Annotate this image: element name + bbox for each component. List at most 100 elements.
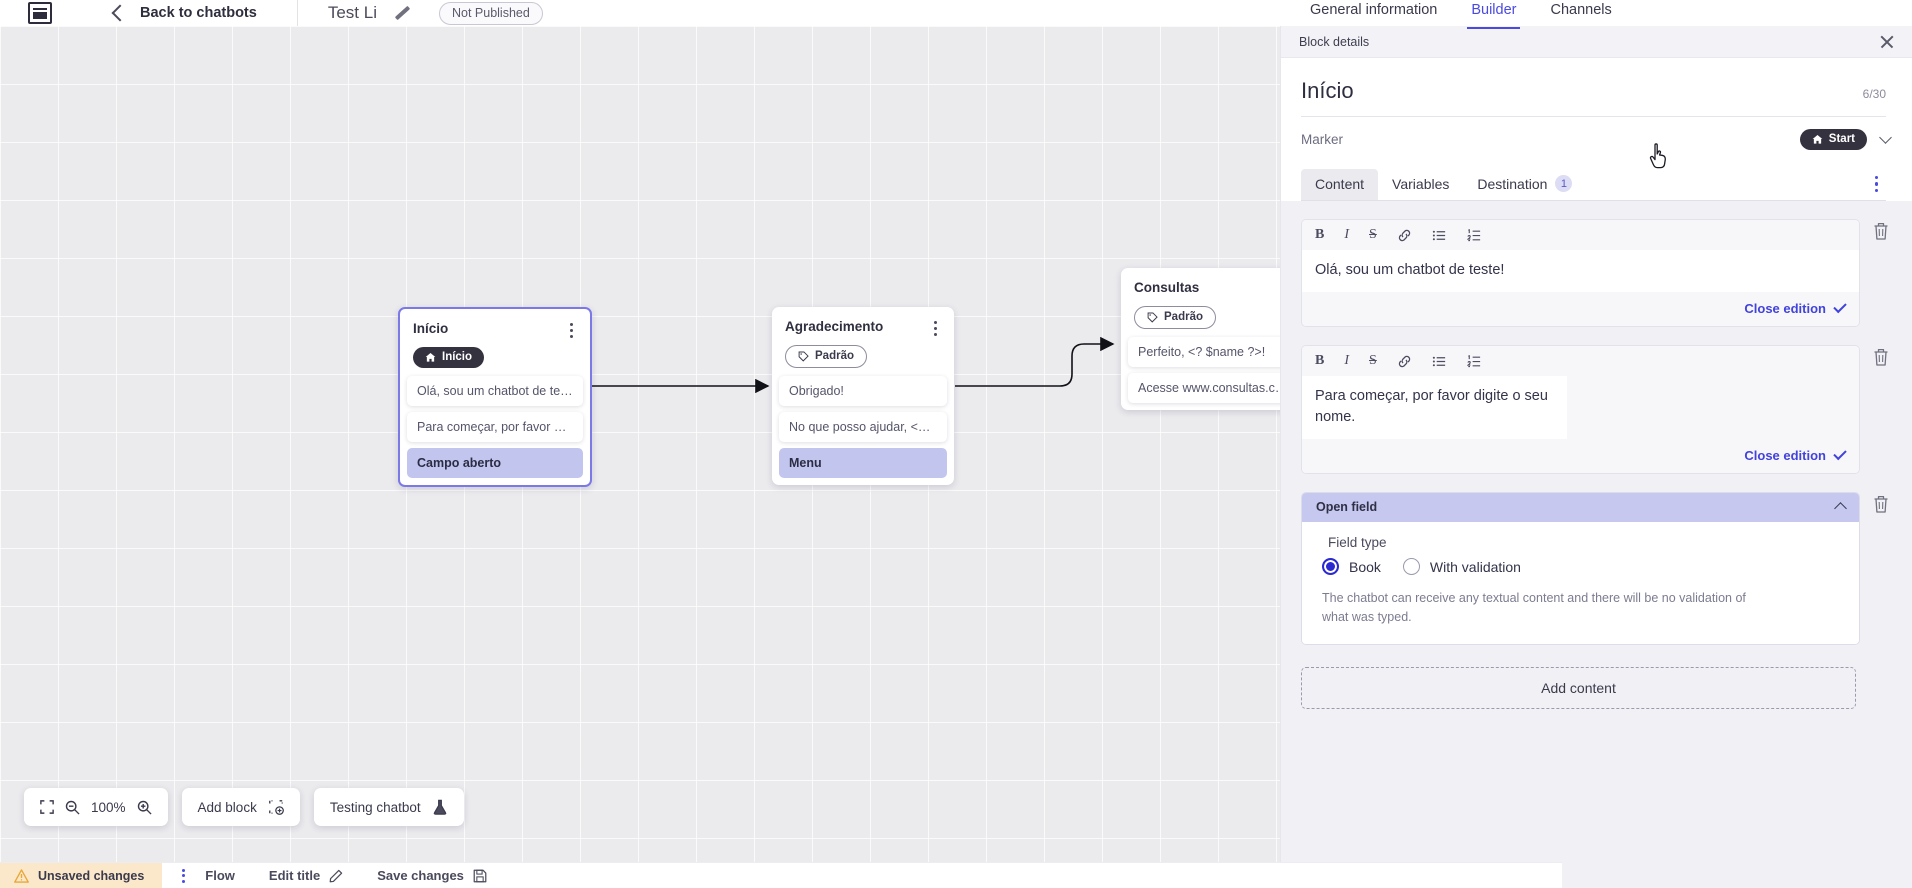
strikethrough-icon[interactable]: S <box>1369 227 1377 242</box>
tab-general-information[interactable]: General information <box>1310 2 1438 18</box>
editor-footer: Close edition <box>1302 439 1859 474</box>
link-icon[interactable] <box>1397 228 1412 243</box>
bullet-list-icon[interactable] <box>1432 354 1447 369</box>
strikethrough-icon[interactable]: S <box>1369 353 1377 369</box>
radio-option-book[interactable]: Book <box>1322 558 1381 576</box>
rich-text-editor[interactable]: B I S <box>1301 345 1860 475</box>
trash-icon[interactable] <box>1872 494 1890 514</box>
flow-node-inicio[interactable]: Início Início Olá, sou um chatbot de tes… <box>398 307 592 487</box>
close-icon[interactable] <box>1878 33 1896 51</box>
node-marker-tag[interactable]: Padrão <box>785 345 867 368</box>
node-menu-button[interactable] <box>564 321 578 339</box>
char-counter: 6/30 <box>1862 87 1886 101</box>
numbered-list-icon[interactable] <box>1466 228 1482 243</box>
status-bar: Unsaved changes Flow Edit title Save cha… <box>0 862 1562 888</box>
marker-select[interactable]: Start <box>1799 129 1892 150</box>
tag-icon <box>798 350 809 362</box>
zoom-out-icon[interactable] <box>65 800 80 815</box>
open-field-title: Open field <box>1316 500 1378 515</box>
node-item[interactable]: No que posso ajudar, <? $name ... <box>779 412 947 442</box>
open-field-header[interactable]: Open field <box>1302 493 1859 523</box>
node-marker-tag[interactable]: Início <box>413 347 485 368</box>
trash-icon[interactable] <box>1872 347 1890 367</box>
warning-triangle-icon <box>14 868 29 883</box>
radio-label: Book <box>1349 558 1381 575</box>
chevron-up-icon[interactable] <box>1834 502 1847 515</box>
node-items: Obrigado! No que posso ajudar, <? $name … <box>772 376 954 478</box>
node-item-selected[interactable]: Menu <box>779 448 947 478</box>
link-icon[interactable] <box>1397 354 1412 369</box>
fit-screen-icon[interactable] <box>40 800 54 814</box>
pencil-icon[interactable] <box>393 5 409 21</box>
tab-variables[interactable]: Variables <box>1378 169 1463 200</box>
flow-node-agradecimento[interactable]: Agradecimento Padrão Obrigado! No que po… <box>772 307 954 485</box>
block-title[interactable]: Início <box>1301 78 1354 103</box>
unsaved-changes-label: Unsaved changes <box>38 868 145 883</box>
zoom-level-label: 100% <box>91 799 126 815</box>
tab-variables-label: Variables <box>1392 175 1450 192</box>
rich-text-editor[interactable]: B I S <box>1301 219 1860 328</box>
marker-value-label: Start <box>1828 133 1855 145</box>
panel-header: Block details <box>1281 26 1912 58</box>
panel-divider <box>1301 116 1886 117</box>
add-content-button[interactable]: Add content <box>1301 666 1856 709</box>
flow-node-consultas[interactable]: Consultas Padrão Perfeito, <? $name ?>! … <box>1121 268 1311 410</box>
panel-more-button[interactable] <box>1867 176 1886 192</box>
italic-icon[interactable]: I <box>1344 353 1350 369</box>
node-item[interactable]: Acesse www.consultas.com par... <box>1128 373 1304 403</box>
zoom-in-icon[interactable] <box>137 800 152 815</box>
bullet-list-icon[interactable] <box>1432 228 1447 243</box>
chevron-left-icon[interactable] <box>111 4 129 22</box>
italic-icon[interactable]: I <box>1344 227 1350 242</box>
field-type-radio-group: Book With validation <box>1322 558 1843 576</box>
content-block: B I S <box>1301 345 1890 475</box>
node-item-selected[interactable]: Campo aberto <box>407 448 583 478</box>
node-marker-tag[interactable]: Padrão <box>1134 306 1216 329</box>
trash-icon[interactable] <box>1872 221 1890 241</box>
editor-text[interactable]: Olá, sou um chatbot de teste! <box>1302 250 1859 293</box>
back-to-chatbots-link[interactable]: Back to chatbots <box>140 5 257 21</box>
node-item[interactable]: Perfeito, <? $name ?>! <box>1128 337 1304 367</box>
node-item[interactable]: Olá, sou um chatbot de teste! <box>407 376 583 406</box>
node-tag-row: Padrão <box>772 337 954 376</box>
node-header: Agradecimento <box>772 307 954 337</box>
close-edition-button[interactable]: Close edition <box>1744 301 1826 317</box>
close-edition-button[interactable]: Close edition <box>1744 448 1826 464</box>
node-menu-button[interactable] <box>928 319 942 337</box>
tab-builder[interactable]: Builder <box>1467 0 1521 29</box>
tab-channels[interactable]: Channels <box>1550 2 1612 18</box>
chevron-down-icon[interactable] <box>1879 131 1892 144</box>
status-more-button[interactable] <box>182 868 186 883</box>
save-changes-button[interactable]: Save changes <box>377 868 487 883</box>
radio-button[interactable] <box>1402 558 1420 576</box>
add-block-icon <box>268 799 284 815</box>
node-header: Início <box>400 309 590 339</box>
pencil-icon <box>329 869 343 883</box>
editor-text[interactable]: Para começar, por favor digite o seu nom… <box>1302 376 1567 440</box>
edit-title-label: Edit title <box>268 868 321 883</box>
node-marker-tag-label: Padrão <box>1164 311 1203 323</box>
home-icon <box>425 352 436 362</box>
testing-chatbot-button[interactable]: Testing chatbot <box>313 788 464 826</box>
edit-title-button[interactable]: Edit title <box>269 868 343 883</box>
numbered-list-icon[interactable] <box>1466 354 1482 369</box>
tab-content[interactable]: Content <box>1301 168 1379 200</box>
bold-icon[interactable]: B <box>1315 227 1325 242</box>
add-block-button[interactable]: Add block <box>181 788 300 826</box>
field-type-label: Field type <box>1328 535 1387 551</box>
radio-option-with-validation[interactable]: With validation <box>1402 558 1521 576</box>
node-item[interactable]: Obrigado! <box>779 376 947 406</box>
flow-button[interactable]: Flow <box>205 868 235 883</box>
app-logo[interactable] <box>26 0 54 26</box>
tab-destination-label: Destination <box>1477 175 1548 192</box>
radio-button-selected[interactable] <box>1322 558 1339 576</box>
marker-value-badge[interactable]: Start <box>1799 129 1867 150</box>
node-item[interactable]: Para começar, por favor digite o ... <box>407 412 583 442</box>
open-field-block: Open field Field type Book Wi <box>1301 492 1890 645</box>
tab-destination[interactable]: Destination 1 <box>1463 168 1586 200</box>
bold-icon[interactable]: B <box>1315 353 1325 369</box>
unsaved-changes-indicator: Unsaved changes <box>0 862 163 888</box>
publish-status-badge: Not Published <box>438 1 543 25</box>
tag-icon <box>1147 311 1158 323</box>
